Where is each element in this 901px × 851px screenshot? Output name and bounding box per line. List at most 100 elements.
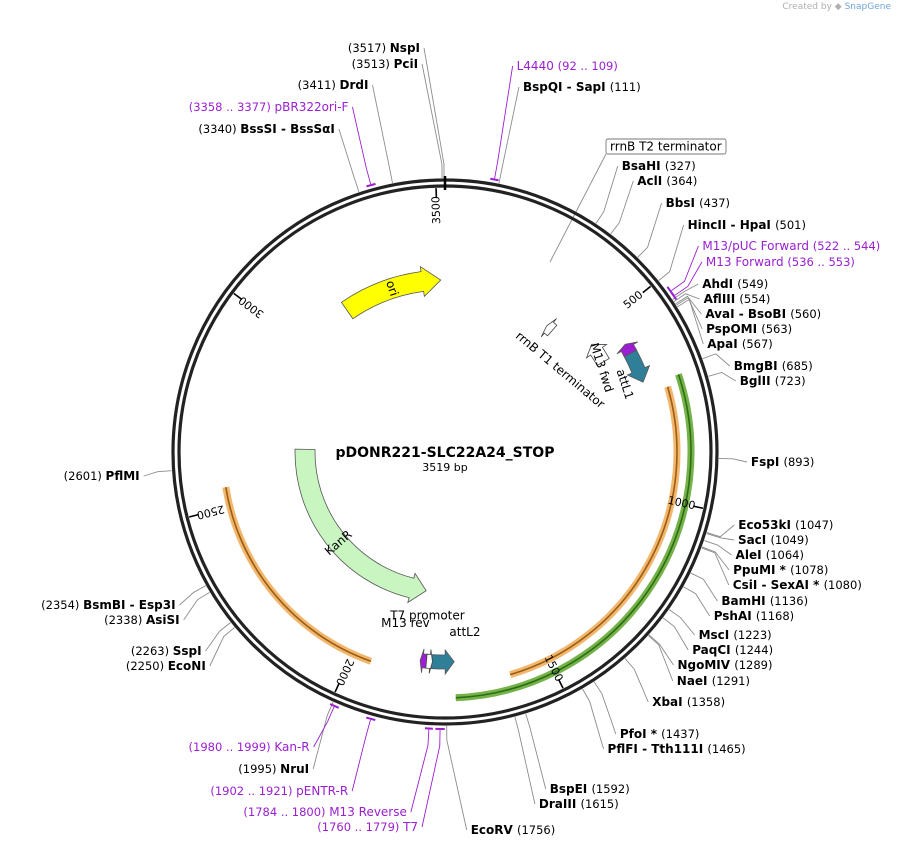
leader-xbai (624, 658, 649, 703)
leader-paqci (662, 617, 689, 651)
feature-label-rrnb-t1-terminator: rrnB T1 terminator (513, 329, 608, 412)
leader-ecorv (446, 725, 468, 831)
tick-label-2500: 2500 (195, 502, 225, 521)
leader-bsahi (595, 165, 619, 224)
plasmid-name: pDONR221-SLC22A24_STOP (336, 445, 555, 461)
plasmid-length: 3519 bp (422, 461, 467, 474)
site-label-asisi: (2338) AsiSI (104, 613, 180, 627)
feature-arrow-ori (340, 265, 442, 320)
leader-acli (610, 180, 634, 235)
tick-label-2000: 2000 (333, 657, 356, 688)
leader-bamhi (690, 572, 718, 602)
leader-bsssi-bsss-i (338, 128, 360, 193)
feature-arrow-attl2 (430, 648, 455, 676)
site-label-drdi: (3411) DrdI (298, 78, 369, 92)
feature-arrow-attl1 (623, 349, 651, 383)
leader-pflfi-tth111i (582, 688, 604, 750)
site-label-bamhi: BamHI (1136) (721, 594, 808, 608)
feature-label-m13-rev: M13 rev (381, 616, 430, 630)
leader-bspqi-sapi (498, 86, 520, 184)
leader-pfoi (593, 681, 617, 735)
site-label-msci: MscI (1223) (699, 628, 772, 642)
primer-label-m13-forward: M13 Forward (536 .. 553) (706, 255, 855, 269)
leader-eco53ki (706, 524, 735, 538)
leader-bmgbi (702, 353, 731, 367)
site-labels: rrnB T2 terminator(3517) NspI(3513) PciI… (41, 41, 880, 837)
site-label-pfoi: PfoI * (1437) (620, 727, 700, 741)
site-label-bsmbi-esp3i: (2354) BsmBI - Esp3I (41, 598, 175, 612)
site-label-pcii: (3513) PciI (352, 57, 418, 71)
primer-leader-t7 (421, 729, 441, 828)
feature-arrow-kanr (294, 448, 427, 604)
snapgene-watermark: Created by ◆ SnapGene (782, 2, 891, 12)
leader-pspomi (676, 297, 703, 330)
site-label-ahdi: AhdI (549) (702, 277, 768, 291)
primer-leader-pbr322ori-f (351, 106, 372, 185)
primer-leader-m13-reverse (410, 729, 430, 813)
tick-mark-2000 (334, 682, 340, 693)
tick-label-1000: 1000 (666, 494, 696, 513)
leader-apai (677, 298, 704, 345)
primer-leader-pentr-r (351, 719, 371, 792)
primer-leader-kan-r (313, 706, 335, 748)
site-label-xbai: XbaI (1358) (652, 695, 725, 709)
leader-hincii-hpai (658, 224, 685, 281)
leader-pshai (683, 586, 711, 617)
site-label-sspi: (2263) SspI (131, 644, 202, 658)
site-label-pspomi: PspOMI (563) (706, 322, 792, 336)
cassette-band-2 (222, 486, 373, 665)
tick-mark-500 (642, 285, 652, 294)
leader-csii-sexai (701, 547, 730, 586)
tick-mark-1500 (557, 678, 564, 689)
leader-lines (143, 47, 748, 831)
primer-label-m13-reverse: (1784 .. 1800) M13 Reverse (243, 805, 406, 819)
cassette-band-1 (509, 385, 681, 679)
cassette-band-core-0 (455, 374, 692, 699)
leader-nrui (312, 701, 334, 770)
primer-label-m13-puc-forward: M13/pUC Forward (522 .. 544) (702, 239, 880, 253)
rrnb-t2-label: rrnB T2 terminator (610, 140, 722, 154)
site-label-alei: AleI (1064) (736, 548, 804, 562)
feature-arrow-t7-promoter (425, 649, 433, 674)
site-label-csii-sexai: CsiI - SexAI * (1080) (733, 578, 862, 592)
site-label-bspqi-sapi: BspQI - SapI (111) (523, 80, 641, 94)
primer-bar-pentr-r (365, 716, 376, 722)
site-label-bbsi: BbsI (437) (666, 196, 730, 210)
primer-bar-l4440 (490, 177, 499, 182)
primer-label-t7: (1760 .. 1779) T7 (317, 820, 418, 834)
primer-leader-m13-puc-forward (671, 245, 699, 292)
site-label-naei: NaeI (1291) (677, 674, 750, 688)
site-label-bspei: BspEI (1592) (550, 782, 630, 796)
leader-econi (209, 627, 235, 667)
leader-saci (706, 533, 735, 541)
leader-ppumi (701, 546, 730, 571)
leader-sspi (205, 622, 231, 652)
site-label-draiii: DraIII (1615) (539, 797, 619, 811)
primer-bar-kan-r (329, 703, 340, 709)
leader-alei (704, 540, 732, 556)
plasmid-backbone (171, 176, 719, 726)
feature-label-ori: ori (383, 279, 401, 298)
cassette-band-core-1 (509, 386, 678, 676)
tick-mark-1000 (692, 505, 704, 510)
leader-msci (668, 609, 695, 636)
site-label-nrui: (1995) NruI (238, 762, 309, 776)
leader-fspi (718, 458, 748, 463)
leader-asisi (183, 591, 210, 621)
site-label-econi: (2250) EcoNI (126, 659, 206, 673)
rrnb-t2-box (605, 138, 727, 155)
leader-avai-bsobi (675, 295, 702, 315)
site-label-bsahi: BsaHI (327) (622, 159, 696, 173)
leader-drdi (372, 84, 393, 184)
leader-bglii (708, 371, 737, 382)
site-label-saci: SacI (1049) (738, 533, 809, 547)
primer-label-l4440: L4440 (92 .. 109) (517, 59, 618, 73)
site-label-bglii: BglII (723) (740, 374, 806, 388)
feature-arrow-rrnb-t1-terminator (585, 343, 610, 366)
watermark-prefix: Created by (782, 2, 832, 12)
primer-label-pentr-r: (1902 .. 1921) pENTR-R (210, 784, 348, 798)
site-label-eco53ki: Eco53kI (1047) (738, 518, 833, 532)
leader-pflmi (143, 470, 172, 477)
leader-bspei (525, 713, 547, 790)
